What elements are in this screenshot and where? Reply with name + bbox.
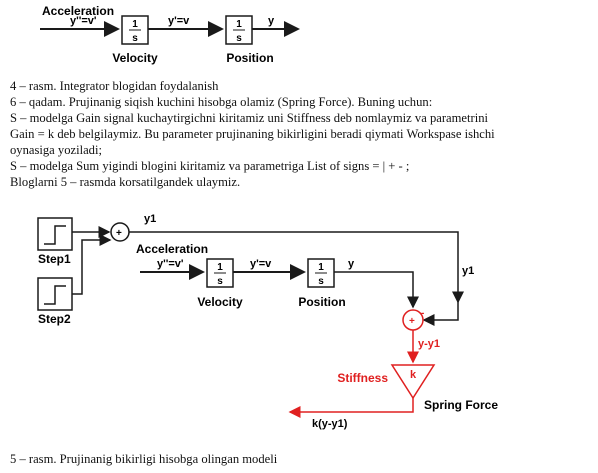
signal-out-label: y (348, 258, 355, 270)
signal-in-label: y''=v' (157, 258, 184, 270)
position-label: Position (226, 51, 273, 65)
signal-mid-label: y'=v (250, 258, 272, 270)
step2-label: Step2 (38, 312, 71, 326)
text-line: Bloglarni 5 – rasmda korsatilgandek ulay… (10, 175, 241, 189)
figure-4: Acceleration y''=v' 1 s y'=v 1 s y Veloc… (0, 0, 598, 75)
body-text: 4 – rasm. Integrator blogidan foydalanis… (10, 78, 590, 190)
block1-denominator: s (217, 276, 223, 287)
signal-y1-label: y1 (144, 213, 156, 225)
text-line: S – modelga Sum yigindi blogini kiritami… (10, 159, 410, 173)
stiffness-label: Stiffness (337, 371, 388, 385)
position-label: Position (298, 295, 345, 309)
block1-denominator: s (132, 33, 138, 44)
signal-out-label: y (268, 15, 275, 27)
text-line: 6 – qadam. Prujinanig siqish kuchini his… (10, 95, 433, 109)
block2-denominator: s (236, 33, 242, 44)
acceleration-label: Acceleration (136, 242, 208, 256)
text-line: oynasiga yoziladi; (10, 143, 102, 157)
block1-numerator: 1 (217, 262, 223, 273)
velocity-label: Velocity (112, 51, 158, 65)
gain-symbol: k (410, 369, 417, 381)
text-line: Gain = k deb belgilaymiz. Bu parameter p… (10, 127, 495, 141)
signal-diff-label: y-y1 (418, 338, 440, 350)
block2-denominator: s (318, 276, 324, 287)
caption-figure-5: 5 – rasm. Prujinanig bikirligi hisobga o… (10, 452, 278, 466)
caption-figure-4: 4 – rasm. Integrator blogidan foydalanis… (10, 79, 219, 93)
sum2-minus: - (421, 308, 424, 319)
signal-mid-label: y'=v (168, 15, 190, 27)
signal-force-label: k(y-y1) (312, 418, 348, 430)
block2-numerator: 1 (236, 19, 242, 30)
block1-numerator: 1 (132, 19, 138, 30)
spring-force-label: Spring Force (424, 398, 498, 412)
sum2-plus: + (409, 316, 415, 327)
figure-5: Step1 Step2 + y1 y1 Acceleration y''=v' … (0, 210, 598, 445)
sum1-sign: + (116, 228, 122, 239)
signal-in-label: y''=v' (70, 15, 97, 27)
gain-block[interactable] (390, 364, 436, 400)
acceleration-label: Acceleration (42, 4, 114, 18)
step1-label: Step1 (38, 252, 71, 266)
block2-numerator: 1 (318, 262, 324, 273)
velocity-label: Velocity (197, 295, 243, 309)
signal-y1-right-label: y1 (462, 265, 474, 277)
text-line: S – modelga Gain signal kuchaytirgichni … (10, 111, 488, 125)
